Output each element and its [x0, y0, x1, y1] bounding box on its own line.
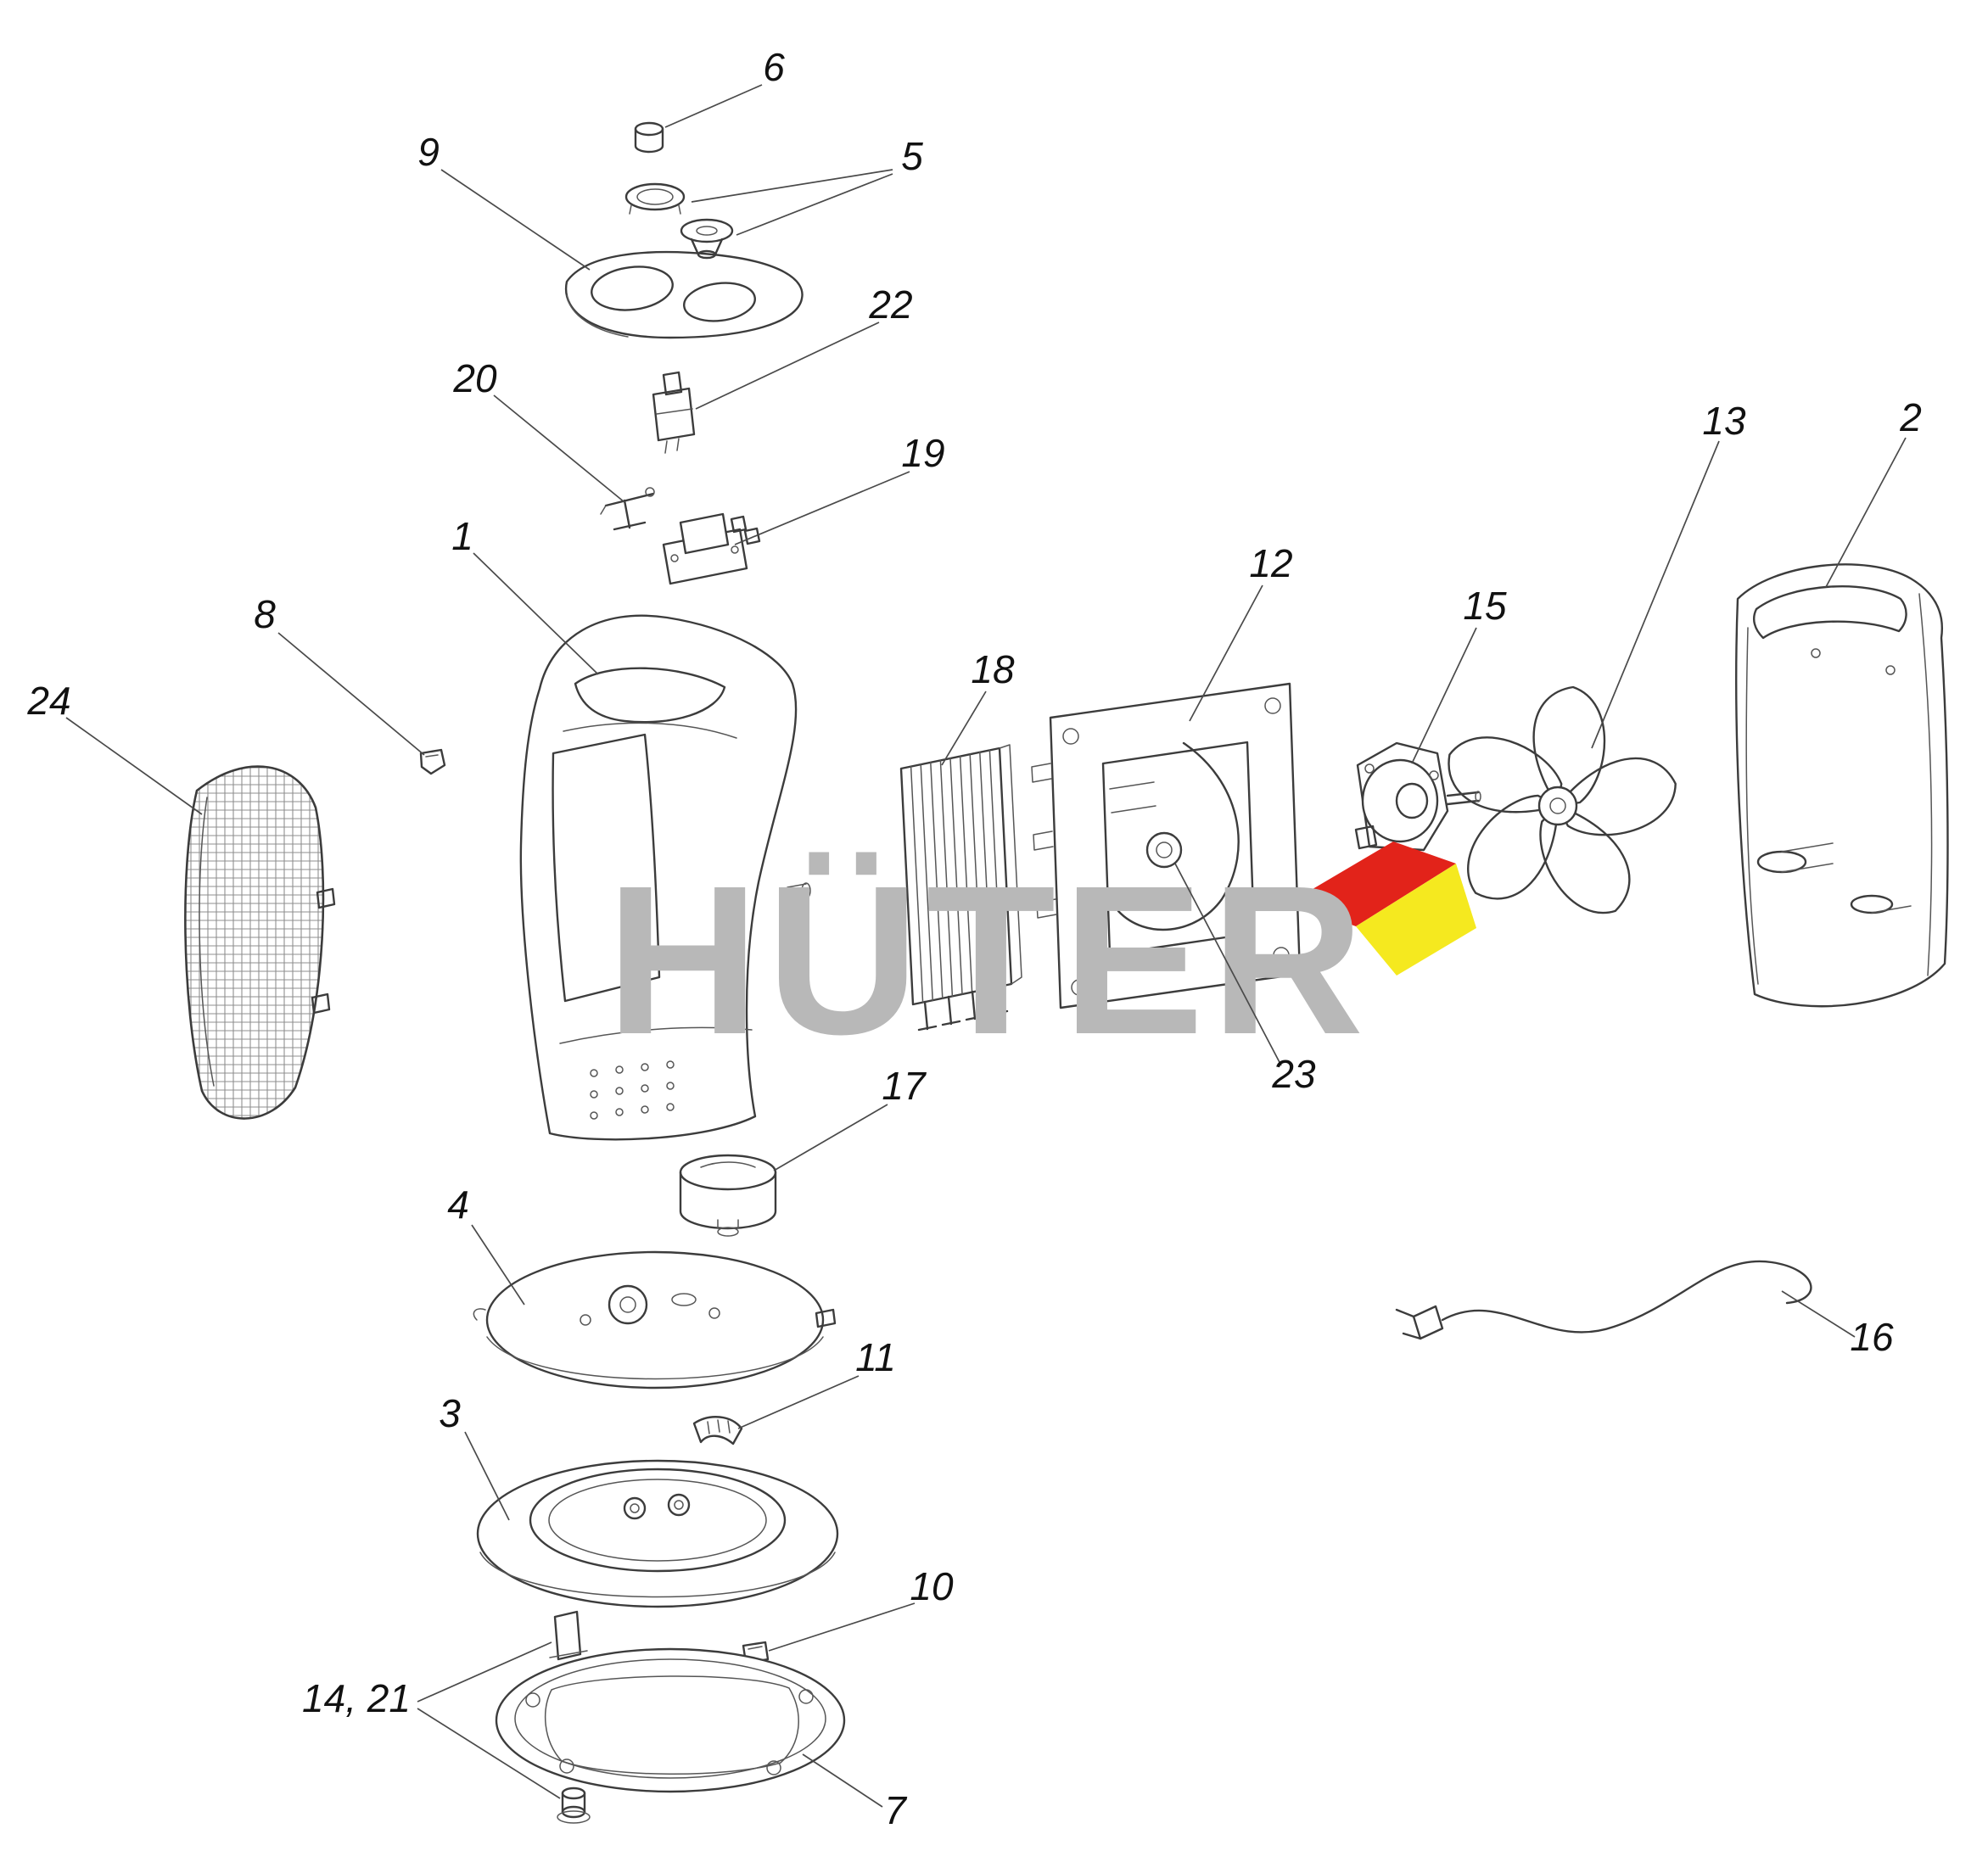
callout-23: 23	[1271, 1052, 1316, 1096]
callout-5: 5	[901, 134, 923, 178]
part-14-21-screws	[549, 1610, 591, 1824]
part-24-front-grille	[184, 765, 336, 1120]
leader-9	[440, 169, 591, 271]
leader-5a	[691, 169, 893, 203]
part-9-top-cover	[564, 250, 804, 339]
leader-10	[768, 1602, 916, 1652]
part-23-bushing	[1145, 831, 1183, 869]
leader-19	[734, 471, 910, 545]
leader-6	[664, 84, 763, 128]
leader-15	[1411, 627, 1477, 764]
leader-2	[1825, 437, 1907, 588]
callout-labels: 6 9 5 22 20 19 1 13 2 12 15 8 18 24 23 1…	[26, 45, 1921, 1832]
leader-lines	[65, 84, 1907, 1808]
part-22-switch	[652, 371, 696, 454]
watermark-flag-yellow	[1356, 864, 1476, 976]
leader-14-21b	[417, 1708, 561, 1799]
leader-13	[1591, 440, 1720, 749]
callout-15: 15	[1463, 584, 1507, 628]
part-20-bracket	[600, 487, 655, 531]
watermark-text: HÜTER	[606, 842, 1370, 1078]
callout-22: 22	[868, 282, 912, 327]
leader-18	[941, 691, 987, 766]
part-6-cap	[634, 121, 664, 154]
callout-12: 12	[1249, 541, 1292, 585]
callout-17: 17	[882, 1064, 927, 1108]
leader-3	[464, 1431, 510, 1521]
part-2-rear-housing	[1735, 563, 1949, 1008]
leader-24	[65, 717, 203, 815]
leader-23	[1174, 863, 1282, 1066]
part-3-base-ring	[476, 1459, 839, 1608]
callout-13: 13	[1702, 399, 1746, 443]
callout-9: 9	[417, 130, 440, 174]
leader-17	[773, 1104, 888, 1171]
watermark-flag-red	[1290, 842, 1456, 926]
leader-14-21a	[417, 1641, 552, 1703]
part-13-fan-impeller	[1436, 685, 1687, 931]
part-16-power-cord	[1395, 1260, 1812, 1340]
part-1-front-housing	[519, 614, 811, 1141]
part-15-motor	[1354, 741, 1481, 852]
callout-19: 19	[901, 431, 944, 475]
leader-12	[1189, 584, 1263, 722]
leader-16	[1781, 1290, 1856, 1338]
part-17-control-knob	[679, 1154, 777, 1237]
part-19-thermostat	[662, 512, 761, 585]
watermark: HÜTER	[606, 842, 1476, 1078]
speaker-holes	[590, 1060, 675, 1120]
callout-20: 20	[452, 356, 497, 400]
leader-5b	[736, 173, 893, 236]
callout-14-21: 14, 21	[302, 1676, 411, 1720]
part-4-middle-plate	[473, 1250, 837, 1390]
leader-22	[695, 322, 880, 410]
callout-8: 8	[254, 592, 276, 636]
part-11-cord-clamp	[692, 1416, 743, 1445]
leader-7	[802, 1753, 883, 1808]
callout-7: 7	[884, 1788, 907, 1832]
callout-18: 18	[971, 647, 1015, 691]
callout-11: 11	[855, 1335, 896, 1379]
callout-10: 10	[910, 1564, 954, 1608]
part-18-heating-element	[899, 744, 1022, 1032]
callout-3: 3	[439, 1391, 461, 1435]
leader-20	[493, 394, 625, 503]
callout-24: 24	[26, 679, 70, 723]
callout-2: 2	[1899, 395, 1922, 439]
callout-6: 6	[763, 45, 785, 89]
part-8-clip	[419, 748, 446, 775]
part-5-rings	[624, 182, 734, 260]
callout-1: 1	[451, 514, 473, 558]
callout-16: 16	[1850, 1315, 1894, 1359]
leader-11	[737, 1375, 860, 1429]
leader-1	[473, 552, 599, 675]
callout-4: 4	[447, 1183, 469, 1227]
leader-8	[277, 632, 425, 756]
leader-4	[471, 1224, 525, 1306]
part-7-bottom-plate	[495, 1647, 846, 1793]
part-12-fan-housing	[1031, 682, 1302, 1009]
